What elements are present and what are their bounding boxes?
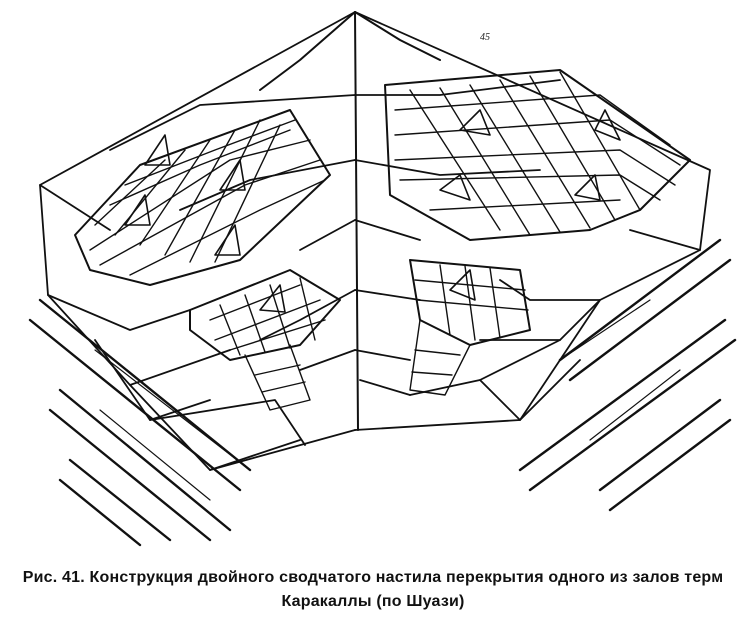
brick-grid-left <box>74 109 331 286</box>
timber-beams-right <box>518 238 737 512</box>
outer-slab-layer <box>39 11 711 471</box>
timber-beams-left <box>28 298 252 547</box>
caption-line-2: Каракаллы (по Шуази) <box>281 593 465 610</box>
ridge-cap <box>259 11 441 91</box>
vault-deck-illustration <box>28 11 737 547</box>
caption-line-1: Рис. 41. Конструкция двойного сводчатого… <box>22 569 724 586</box>
connector-ribs <box>124 109 621 313</box>
page-mark: 45 <box>480 32 490 43</box>
brick-grid-lower-left <box>189 269 341 411</box>
brick-grid-lower-right <box>409 259 531 396</box>
figure-caption: Рис. 41. Конструкция двойного сводчатого… <box>0 566 746 614</box>
